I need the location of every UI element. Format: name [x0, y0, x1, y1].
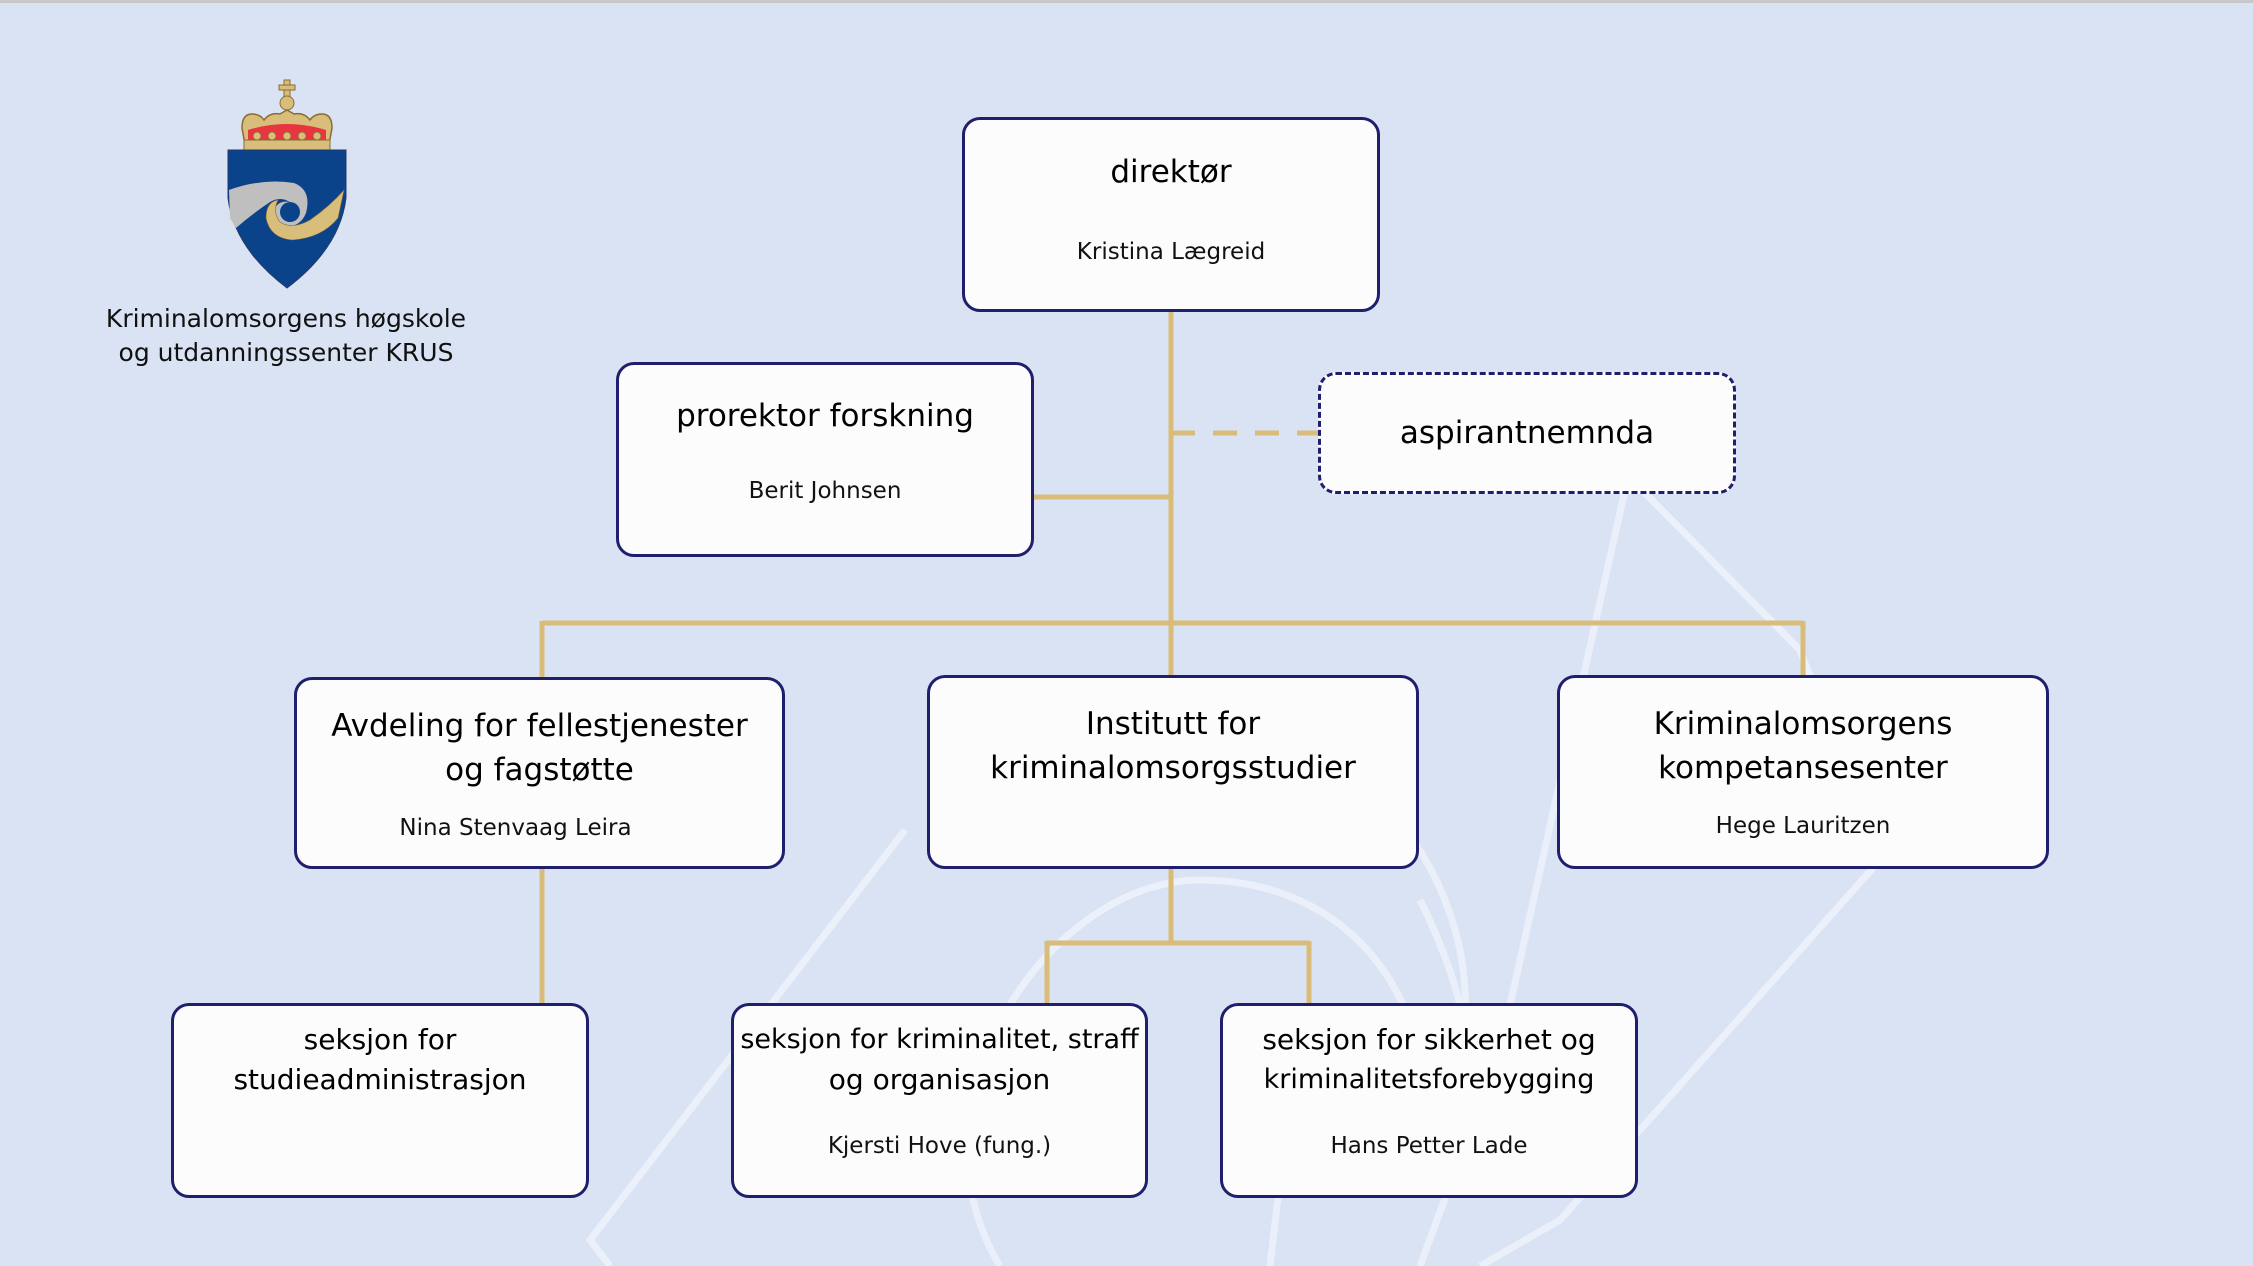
krus-coat-of-arms-icon: [227, 79, 347, 289]
node-title-line1: seksjon for sikkerhet og: [1262, 1023, 1596, 1056]
node-person-name: Kjersti Hove (fung.): [827, 1133, 1052, 1159]
node-title-line2: kriminalomsorgsstudier: [990, 750, 1356, 786]
node-title-line1: seksjon for kriminalitet, straff: [740, 1024, 1139, 1055]
node-title-line1: Institutt for: [1085, 706, 1261, 742]
node-title-line2: og fagstøtte: [445, 752, 634, 788]
node-department-kompetansesenter[interactable]: Kriminalomsorgens kompetansesenter Hege …: [1557, 675, 2049, 869]
organization-name: Kriminalomsorgens høgskole og utdannings…: [60, 302, 512, 370]
node-title-line1: Kriminalomsorgens: [1653, 706, 1953, 742]
node-title-line2: kriminalitetsforebygging: [1263, 1064, 1595, 1095]
node-title-line1: Avdeling for fellestjenester: [331, 708, 748, 744]
node-committee[interactable]: aspirantnemnda: [1318, 372, 1736, 494]
node-director[interactable]: direktør Kristina Lægreid: [962, 117, 1380, 312]
node-person-name: Hans Petter Lade: [1330, 1133, 1528, 1159]
organization-name-line2: og utdanningssenter KRUS: [118, 338, 454, 367]
top-border: [0, 0, 2253, 3]
watermark-shield-left-edge: [585, 827, 908, 1266]
node-department-institutt[interactable]: Institutt for kriminalomsorgsstudier: [927, 675, 1419, 869]
node-person-name: Kristina Lægreid: [1076, 239, 1266, 265]
node-prorector[interactable]: prorektor forskning Berit Johnsen: [616, 362, 1034, 557]
node-section-sikkerhet[interactable]: seksjon for sikkerhet og kriminalitetsfo…: [1220, 1003, 1638, 1198]
node-section-kriminalitet[interactable]: seksjon for kriminalitet, straff og orga…: [731, 1003, 1148, 1198]
node-section-studieadministrasjon[interactable]: seksjon for studieadministrasjon: [171, 1003, 589, 1198]
node-title-line2: studieadministrasjon: [233, 1063, 527, 1096]
node-title: aspirantnemnda: [1399, 415, 1655, 451]
node-person-name: Berit Johnsen: [748, 478, 902, 504]
node-title: prorektor forskning: [676, 398, 974, 434]
node-person-name: Hege Lauritzen: [1715, 813, 1891, 839]
node-title-line2: og organisasjon: [828, 1063, 1051, 1096]
node-title: direktør: [1110, 154, 1232, 190]
node-department-avdeling[interactable]: Avdeling for fellestjenester og fagstøtt…: [294, 677, 785, 869]
node-title-line1: seksjon for: [303, 1023, 457, 1056]
node-title-line2: kompetansesenter: [1658, 750, 1948, 786]
organization-name-line1: Kriminalomsorgens høgskole: [105, 304, 467, 333]
node-person-name: Nina Stenvaag Leira: [399, 815, 632, 841]
